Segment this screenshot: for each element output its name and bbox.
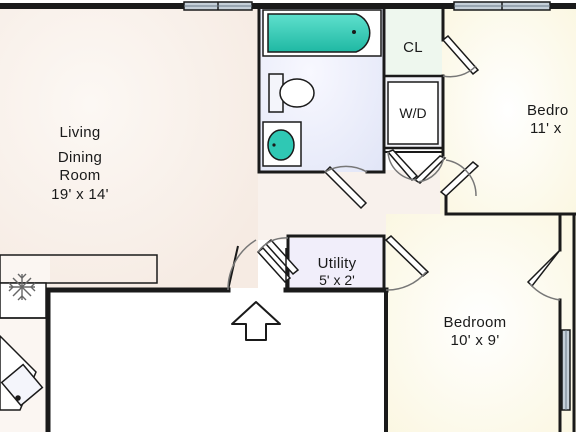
exterior-area	[48, 290, 384, 432]
living-size: 19' x 14'	[51, 186, 109, 203]
door-bedroom-closet	[526, 249, 561, 301]
bedroom-right-label: Bedro	[527, 102, 569, 119]
snowflake-icon	[8, 273, 36, 301]
sink-icon	[262, 121, 302, 167]
windows	[183, 1, 571, 411]
door-bedroom-lower	[384, 235, 430, 291]
living-label-line2: Dining	[58, 149, 102, 166]
utility-label: Utility	[318, 255, 357, 272]
door-utility	[256, 237, 300, 284]
room-labels: Living Dining Room 19' x 14' Bedro 11' x…	[51, 39, 568, 349]
living-label-line3: Room	[59, 167, 100, 184]
door-entry	[227, 239, 287, 291]
kitchen-sink-icon	[0, 334, 44, 411]
laundry-box	[387, 81, 439, 145]
bedroom-right-size: 11' x	[530, 120, 562, 137]
door-bedroom-right	[439, 159, 480, 197]
toilet-icon	[268, 73, 315, 113]
window-bedroom-lower	[561, 329, 571, 411]
doors	[227, 34, 561, 301]
window-top-right	[453, 1, 551, 11]
door-bath	[323, 165, 368, 210]
door-closet	[441, 34, 480, 78]
bedroom-lower-size: 10' x 9'	[451, 332, 500, 349]
closet-label: CL	[403, 39, 423, 56]
utility-size: 5' x 2'	[319, 272, 355, 288]
window-top-left	[183, 1, 253, 11]
floor-fills	[0, 6, 576, 432]
entry-arrow-icon	[231, 301, 281, 341]
bedroom-lower-floor	[386, 214, 576, 432]
laundry-label: W/D	[399, 105, 426, 121]
door-laundry	[386, 149, 447, 184]
bathtub	[262, 9, 382, 57]
closet-floor	[386, 6, 442, 76]
living-floor	[0, 6, 258, 288]
living-label-line1: Living	[60, 124, 101, 141]
bedroom-lower-label: Bedroom	[444, 314, 507, 331]
utility-floor	[288, 238, 384, 288]
